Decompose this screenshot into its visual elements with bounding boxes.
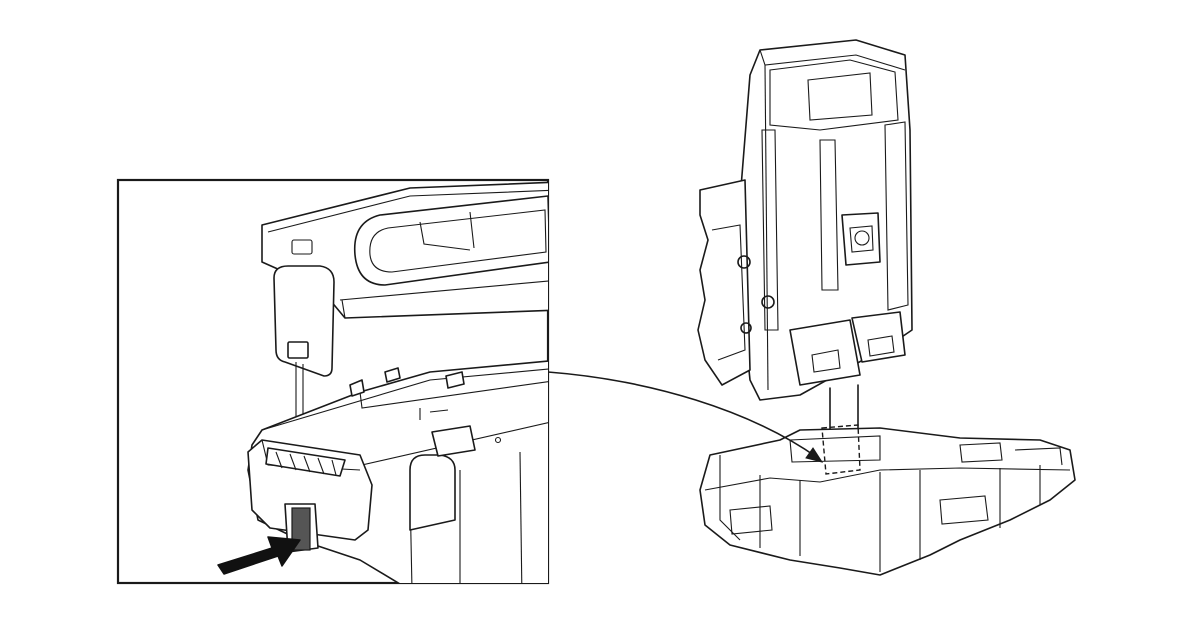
inset-latch-tab <box>273 265 335 377</box>
hidden-socket-outline <box>821 424 861 475</box>
callout-leader-arrow-icon <box>547 371 824 463</box>
push-arrow-icon <box>217 536 301 575</box>
control-module-assembly <box>697 39 1076 576</box>
detail-inset <box>116 178 550 585</box>
upper-module <box>697 39 913 401</box>
lower-bracket <box>699 424 1076 576</box>
inset-lower-housing <box>247 360 548 583</box>
